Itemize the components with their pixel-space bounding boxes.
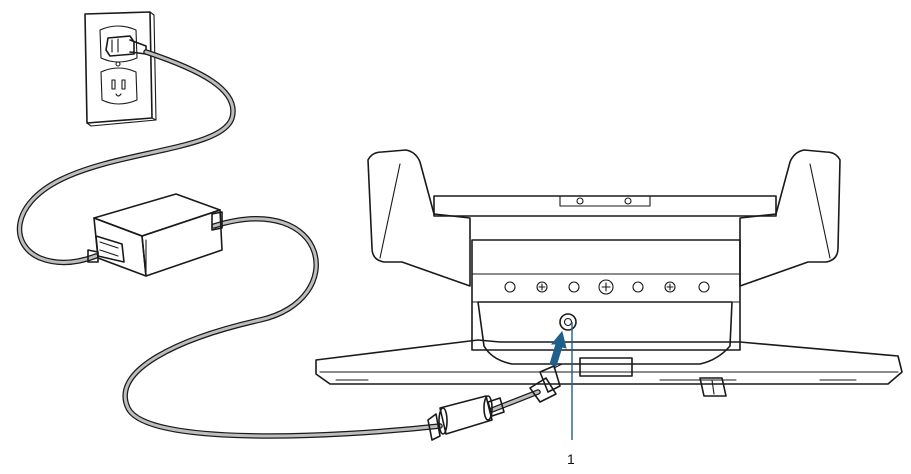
ac-power-cord <box>16 49 236 266</box>
power-brick-icon <box>87 193 223 277</box>
dc-power-cable <box>122 216 541 439</box>
insert-arrow-icon <box>549 330 567 367</box>
callout-1-label: 1 <box>567 451 575 467</box>
screw-holes <box>504 279 710 295</box>
cradle-icon <box>315 149 903 397</box>
dc-plug <box>529 363 563 403</box>
ferrite-choke <box>427 395 505 441</box>
wall-outlet-icon <box>84 11 157 127</box>
callout-1: 1 <box>567 322 575 467</box>
dc-jack-icon <box>559 313 577 331</box>
